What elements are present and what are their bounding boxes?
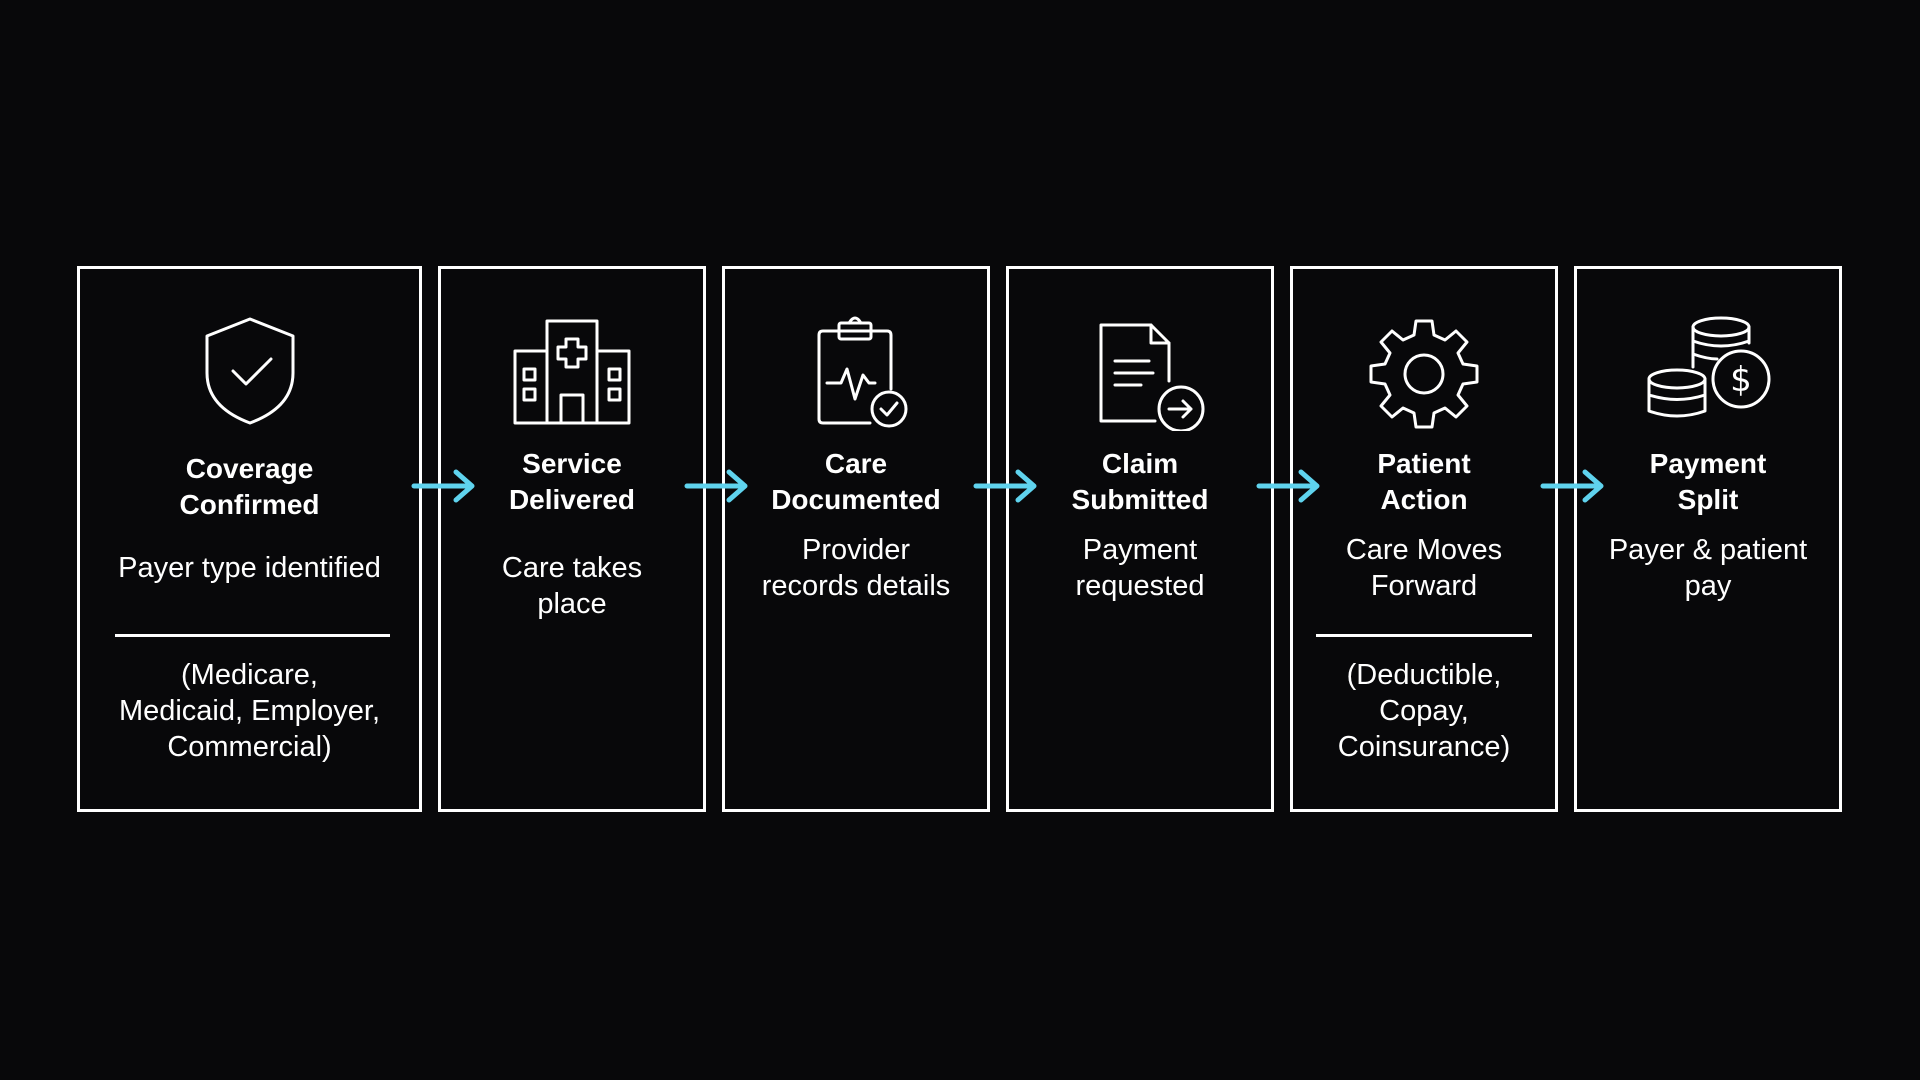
step-description: Care Moves Forward	[1345, 534, 1503, 602]
arrow-right-icon	[411, 469, 475, 503]
step-title: Service Delivered	[508, 448, 636, 515]
step-title: Claim Submitted	[1071, 448, 1209, 515]
svg-text:$: $	[1730, 360, 1752, 400]
step-payment-split: $ Payment Split Payer & patient pay	[1574, 266, 1842, 812]
step-description: Payment requested	[1075, 534, 1205, 602]
hospital-icon	[507, 311, 637, 431]
divider	[115, 634, 390, 637]
step-note: (Deductible, Copay, Coinsurance)	[1337, 659, 1511, 763]
step-description: Care takes place	[501, 552, 643, 620]
step-coverage-confirmed: Coverage Confirmed Payer type identified…	[77, 266, 422, 812]
step-title: Coverage Confirmed	[179, 453, 320, 520]
step-service-delivered: Service Delivered Care takes place	[438, 266, 706, 812]
step-patient-action: Patient Action Care Moves Forward (Deduc…	[1290, 266, 1558, 812]
arrow-right-icon	[1540, 469, 1604, 503]
step-description: Payer type identified	[118, 552, 381, 584]
divider	[1316, 634, 1532, 637]
clipboard-heartbeat-icon	[791, 311, 921, 431]
gear-icon	[1359, 311, 1489, 431]
step-title: Payment Split	[1649, 448, 1767, 515]
step-note: (Medicare, Medicaid, Employer, Commercia…	[118, 659, 381, 763]
step-description: Payer & patient pay	[1608, 534, 1808, 602]
arrow-right-icon	[1256, 469, 1320, 503]
step-description: Provider records details	[761, 534, 951, 602]
step-care-documented: Care Documented Provider records details	[722, 266, 990, 812]
step-claim-submitted: Claim Submitted Payment requested	[1006, 266, 1274, 812]
coins-dollar-icon: $	[1643, 311, 1773, 431]
arrow-right-icon	[973, 469, 1037, 503]
step-title: Patient Action	[1377, 448, 1471, 515]
step-title: Care Documented	[771, 448, 941, 515]
document-send-icon	[1075, 311, 1205, 431]
shield-check-icon	[185, 311, 315, 431]
arrow-right-icon	[684, 469, 748, 503]
